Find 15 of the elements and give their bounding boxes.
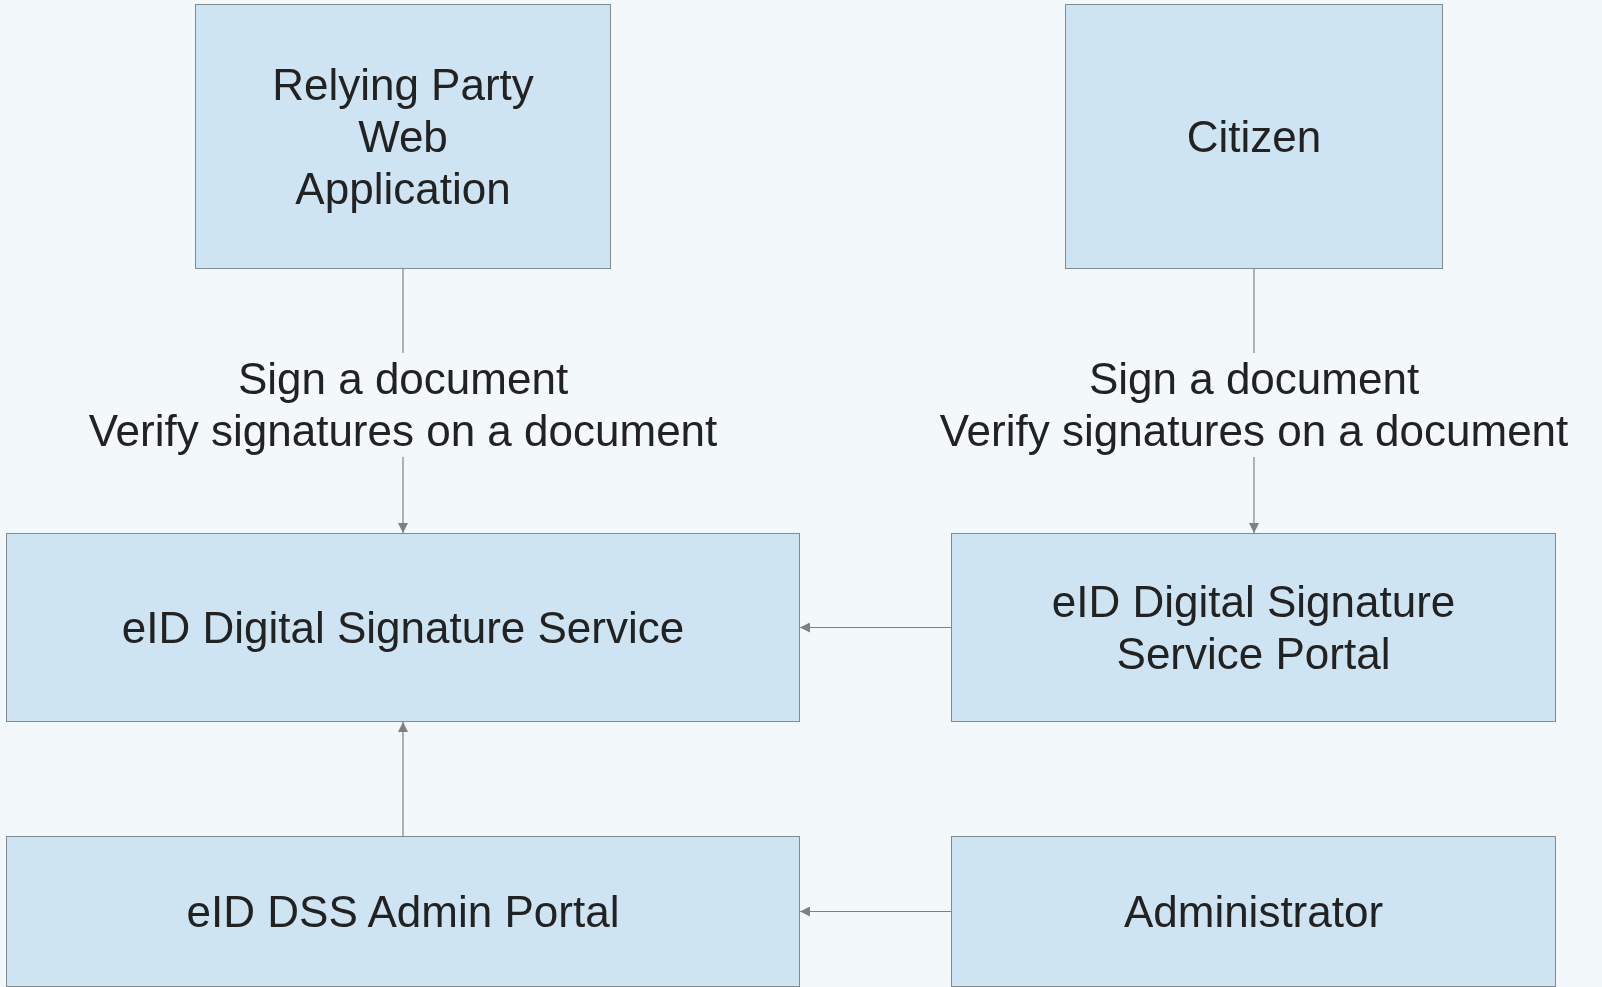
process-box (6, 533, 800, 722)
process-box (951, 836, 1556, 987)
arrow (799, 906, 952, 917)
process-box (195, 4, 611, 269)
box-label: eID Digital Signature Service Portal (1050, 575, 1457, 680)
box-label: Citizen (1186, 110, 1322, 163)
box-label: eID DSS Admin Portal (186, 885, 620, 938)
process-box (6, 836, 800, 987)
process-box (951, 533, 1556, 722)
box-label: Relying Party Web Application (271, 58, 535, 215)
arrow (398, 721, 408, 837)
process-box (1065, 4, 1443, 269)
arrow (799, 622, 952, 633)
box-label: Administrator (1123, 885, 1384, 938)
box-label: eID Digital Signature Service (121, 601, 685, 654)
